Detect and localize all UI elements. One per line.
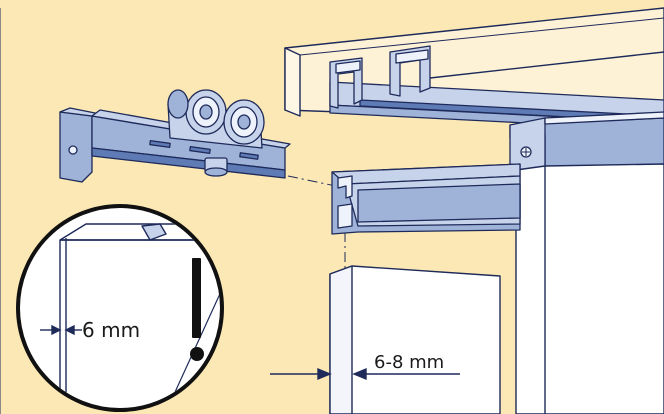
door-panel-upper bbox=[515, 163, 664, 414]
fascia-rail bbox=[509, 111, 664, 173]
thickness-label: 6 mm bbox=[82, 318, 140, 342]
clearance-dimension bbox=[270, 367, 460, 381]
clearance-label: 6-8 mm bbox=[374, 352, 444, 373]
roller-carriage bbox=[59, 89, 291, 183]
detail-inset: 6 mm bbox=[16, 204, 224, 412]
alignment-line bbox=[287, 175, 356, 191]
roller-wheel-left bbox=[185, 89, 227, 135]
door-top-profile bbox=[331, 163, 521, 235]
roller-wheel-right bbox=[223, 99, 265, 145]
bracket-hole-icon bbox=[68, 145, 78, 155]
exclamation-mark-icon bbox=[190, 258, 204, 361]
door-panel-lower bbox=[329, 265, 501, 414]
thickness-dimension bbox=[40, 324, 82, 336]
